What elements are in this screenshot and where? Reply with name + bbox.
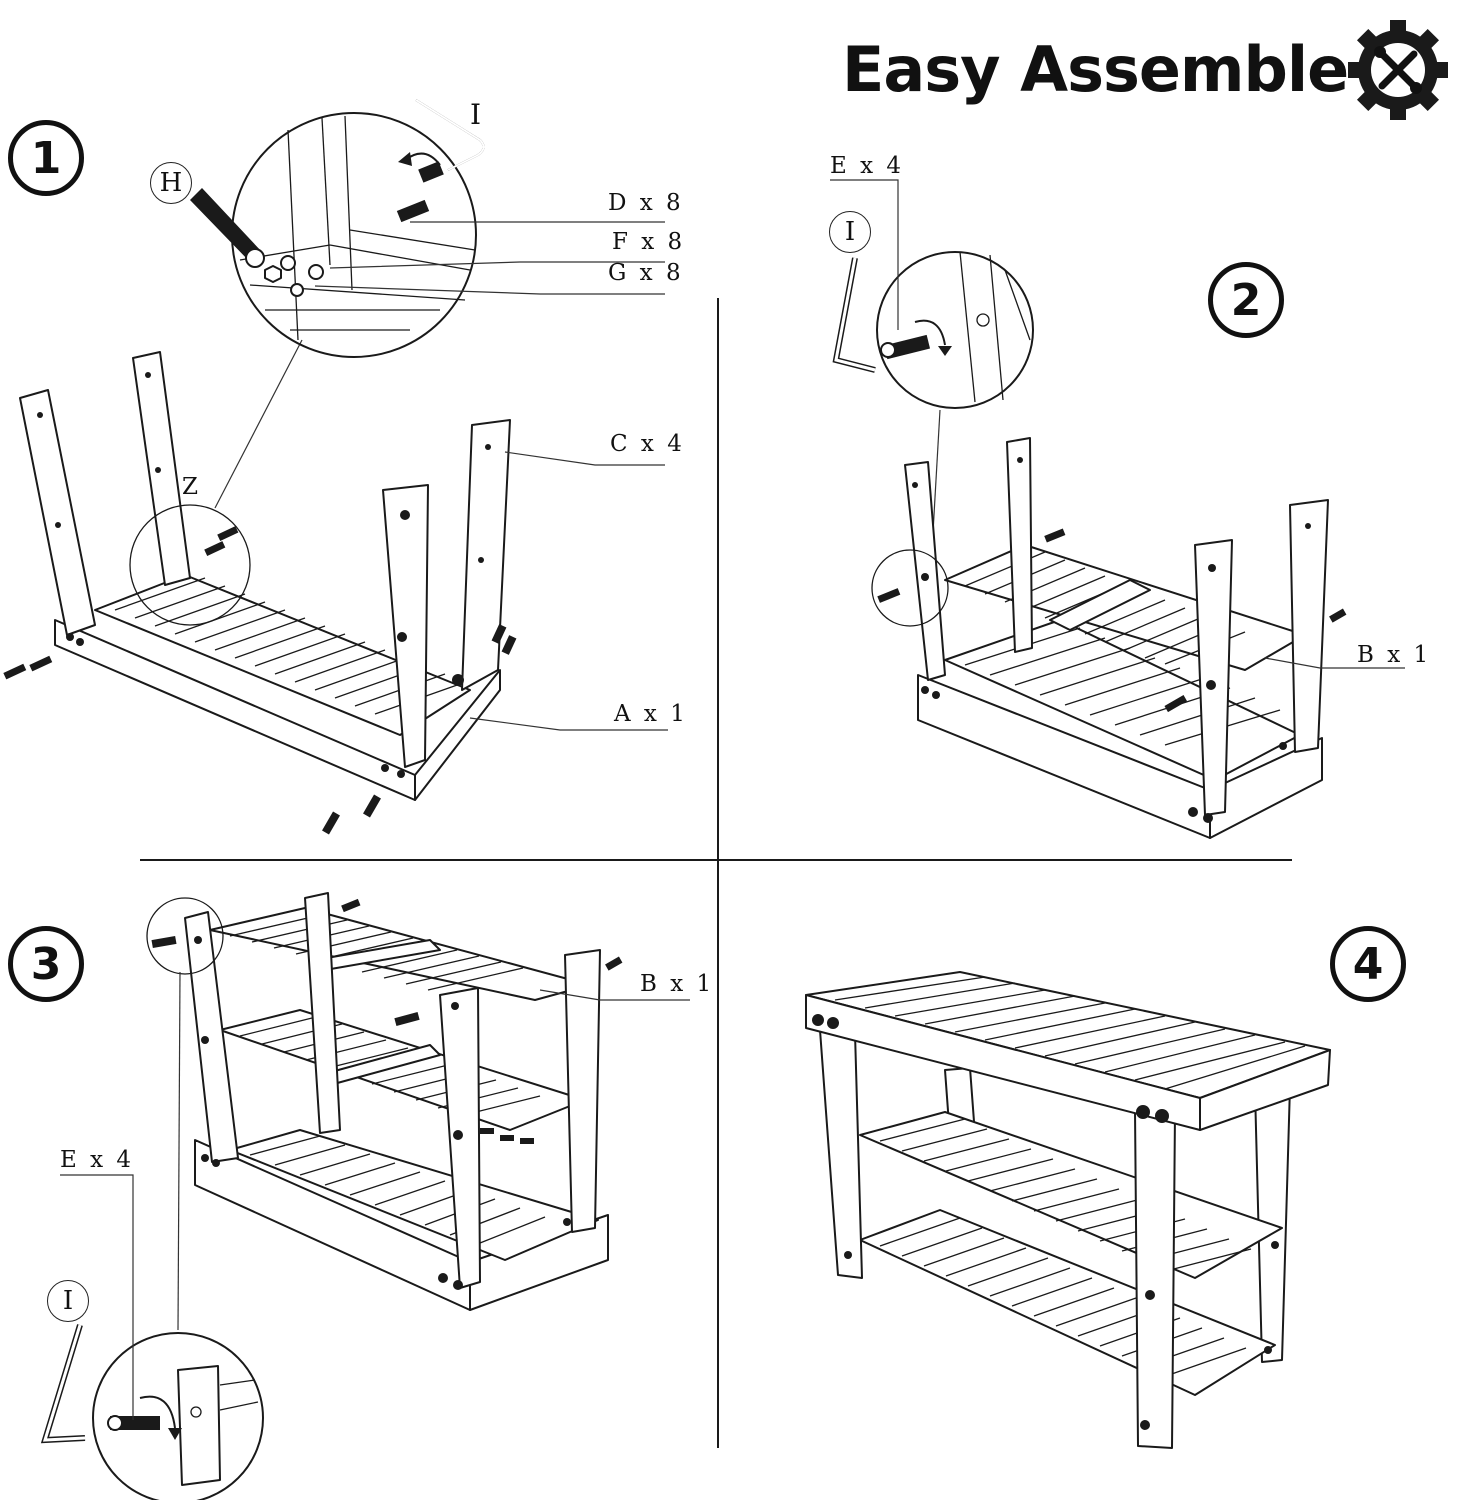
step-number-3: 3 <box>8 926 84 1002</box>
tool-label-i-step2: I <box>829 211 871 253</box>
step4-drawing <box>805 971 1331 1449</box>
step3-drawing <box>40 892 690 1500</box>
part-label-d: D x 8 <box>608 190 684 216</box>
part-label-c: C x 4 <box>610 431 685 457</box>
step-number-1: 1 <box>8 120 84 196</box>
tool-label-i-step3: I <box>47 1280 89 1322</box>
detail-label-z: Z <box>182 474 201 500</box>
tool-label-h: H <box>150 162 192 204</box>
part-label-e-step3: E x 4 <box>60 1147 135 1173</box>
part-label-g: G x 8 <box>608 260 684 286</box>
tool-label-i: I <box>470 98 482 131</box>
part-label-e-step2: E x 4 <box>830 153 905 179</box>
part-label-b-step3: B x 1 <box>640 971 715 997</box>
part-label-f: F x 8 <box>612 229 686 255</box>
step-number-4: 4 <box>1330 926 1406 1002</box>
page-title: Easy Assemble <box>842 33 1349 106</box>
step1-drawing <box>3 99 668 835</box>
step2-drawing <box>830 179 1405 839</box>
part-label-b-step2: B x 1 <box>1357 642 1432 668</box>
part-label-a: A x 1 <box>614 701 688 727</box>
gear-tools-icon <box>1348 20 1448 120</box>
step-number-2: 2 <box>1208 262 1284 338</box>
